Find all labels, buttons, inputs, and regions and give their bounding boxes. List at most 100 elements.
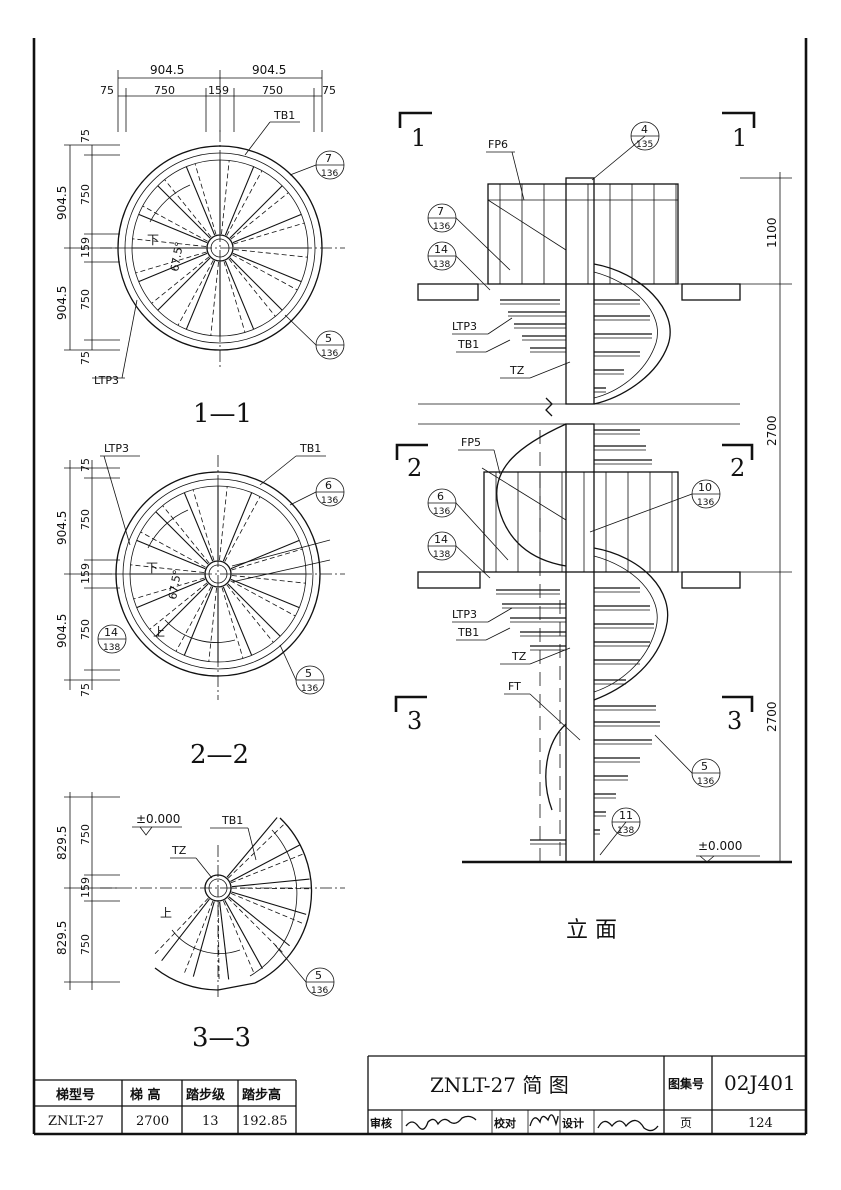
dim-left-750b: 750 bbox=[79, 289, 92, 310]
reviewer-signature bbox=[405, 1115, 477, 1130]
dim-159: 159 bbox=[208, 84, 229, 97]
table-cell-model: ZNLT-27 bbox=[48, 1114, 104, 1129]
tread-nosing bbox=[230, 580, 296, 617]
checker-signature bbox=[529, 1114, 559, 1127]
dim2-left-75b: 75 bbox=[79, 683, 92, 697]
tread-line bbox=[222, 492, 253, 562]
callout-5c-ref: 136 bbox=[311, 986, 328, 996]
tread-nosing bbox=[217, 901, 220, 980]
c4-ref: 135 bbox=[636, 140, 653, 150]
elevation-title: 立 面 bbox=[566, 918, 617, 943]
section-title-3-3: 3—3 bbox=[192, 1023, 251, 1053]
dim-top-right: 904.5 bbox=[252, 63, 286, 77]
tread-line bbox=[230, 844, 300, 882]
callout-11-138: 11 138 bbox=[599, 807, 641, 856]
tread-nosing bbox=[192, 489, 215, 561]
plan-1-1: 904.5 904.5 75 750 159 750 75 75 904.5 7… bbox=[55, 63, 345, 429]
design-label: 设计 bbox=[562, 1116, 584, 1130]
callout-5-num: 5 bbox=[325, 332, 332, 345]
tread-line bbox=[230, 539, 300, 570]
tread-line bbox=[229, 257, 283, 311]
tread-nosing bbox=[140, 531, 206, 568]
tread-nosing bbox=[130, 564, 205, 573]
tread-nosing bbox=[224, 496, 261, 562]
label-tz-3: TZ bbox=[171, 844, 187, 857]
tread-nosing bbox=[135, 251, 207, 274]
label-tb1-elev1: TB1 bbox=[457, 338, 479, 351]
label-tb1: TB1 bbox=[273, 109, 295, 122]
callout-5-ref: 136 bbox=[321, 349, 338, 359]
elevation-treads bbox=[496, 299, 660, 862]
tread-line bbox=[224, 899, 263, 969]
label-fp5: FP5 bbox=[461, 436, 481, 449]
section-mark-3-right: 3 bbox=[727, 707, 742, 735]
tread-nosing bbox=[231, 548, 303, 571]
dim-left-75a: 75 bbox=[79, 129, 92, 143]
tread-line bbox=[224, 260, 255, 330]
tread-line bbox=[192, 901, 215, 977]
dim-75-right: 75 bbox=[322, 84, 336, 97]
callout-14-ref: 138 bbox=[103, 643, 120, 653]
dim-750-left: 750 bbox=[154, 84, 175, 97]
c5-ref: 136 bbox=[697, 777, 714, 787]
dim-top-left: 904.5 bbox=[150, 63, 184, 77]
tread-line bbox=[185, 260, 216, 330]
dim-left-75b: 75 bbox=[79, 351, 92, 365]
dim3-left-750a: 750 bbox=[79, 824, 92, 845]
dim-left-159: 159 bbox=[79, 237, 92, 258]
tread-line bbox=[157, 257, 211, 311]
c14b-ref: 138 bbox=[433, 550, 450, 560]
callout-6-ref: 136 bbox=[321, 496, 338, 506]
c11-ref: 138 bbox=[617, 826, 634, 836]
title-block: ZNLT-27 简 图 图集号 02J401 审核 校对 设计 页 124 bbox=[367, 1055, 806, 1134]
callout-14-num: 14 bbox=[104, 626, 118, 639]
callout-7-num: 7 bbox=[325, 152, 332, 165]
tread-line bbox=[185, 166, 216, 236]
callout-10-136: 10 136 bbox=[589, 479, 721, 533]
label-up-2: 上 bbox=[153, 625, 165, 639]
tread-nosing bbox=[230, 853, 304, 884]
review-label: 审核 bbox=[370, 1116, 392, 1130]
table-cell-height: 2700 bbox=[136, 1114, 169, 1129]
plan-3-3: 829.5 750 159 829.5 750 ±0.000 TB1 TZ 上 … bbox=[55, 792, 345, 1053]
callout-4-135: 4 135 bbox=[591, 121, 660, 181]
section-mark-3-left: 3 bbox=[407, 707, 422, 735]
tread-line bbox=[155, 583, 209, 637]
section-mark-2-left: 2 bbox=[407, 454, 422, 482]
c14b-num: 14 bbox=[434, 533, 448, 546]
c10-ref: 136 bbox=[697, 498, 714, 508]
dim-left-904b: 904.5 bbox=[55, 286, 69, 320]
table-cell-steps: 13 bbox=[202, 1114, 219, 1129]
label-ltp3-2: LTP3 bbox=[104, 442, 129, 455]
page-label: 页 bbox=[680, 1116, 692, 1130]
treads-3-3 bbox=[154, 817, 311, 980]
tread-nosing bbox=[223, 261, 246, 333]
tread-line bbox=[228, 896, 290, 947]
table-cell-step-height: 192.85 bbox=[242, 1114, 288, 1129]
angle-label-2: 67.5° bbox=[166, 569, 184, 601]
plan-2-2: 75 904.5 750 159 904.5 750 75 LTP3 TB1 下… bbox=[55, 442, 345, 770]
section-title-2-2: 2—2 bbox=[190, 740, 249, 770]
callout-14-138-elev1: 14 138 bbox=[427, 241, 491, 291]
label-down-2: 下 bbox=[146, 561, 158, 575]
tread-nosing bbox=[228, 258, 276, 317]
tread-nosing bbox=[232, 254, 298, 291]
dim-right-1100: 1100 bbox=[765, 217, 779, 248]
dim2-left-750a: 750 bbox=[79, 509, 92, 530]
tread-line bbox=[136, 578, 206, 609]
c7-ref: 136 bbox=[433, 222, 450, 232]
tread-nosing bbox=[231, 575, 306, 584]
c10-num: 10 bbox=[698, 481, 712, 494]
level-mark-3: ±0.000 bbox=[136, 812, 180, 826]
tread-nosing bbox=[230, 192, 289, 240]
dim2-left-75a: 75 bbox=[79, 458, 92, 472]
label-down: 下 bbox=[147, 233, 159, 247]
table-header-model: 梯型号 bbox=[56, 1087, 95, 1103]
label-ltp3-elev2: LTP3 bbox=[452, 608, 477, 621]
dim2-left-904a: 904.5 bbox=[55, 511, 69, 545]
c14a-num: 14 bbox=[434, 243, 448, 256]
section-title-1-1: 1—1 bbox=[193, 399, 252, 429]
tread-nosing bbox=[231, 887, 311, 890]
tread-line bbox=[138, 213, 208, 244]
